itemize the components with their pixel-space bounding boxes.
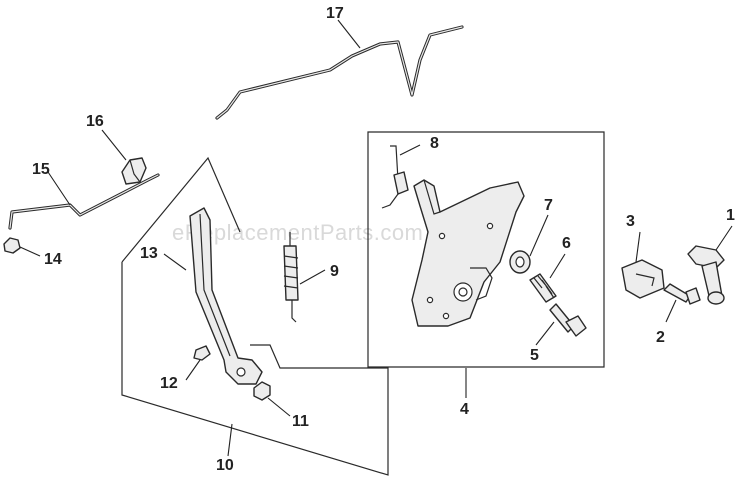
part-15-linkage-rod: [8, 173, 160, 230]
part-2-small-bolt: [663, 283, 701, 305]
part-plate-control: [411, 179, 525, 327]
part-14-nut: [3, 237, 21, 254]
group-10-outline: [121, 156, 389, 476]
part-8-spring-bracket: [381, 145, 409, 209]
callout-7: 7: [544, 197, 553, 214]
part-16-clip: [121, 157, 147, 185]
part-11-nut: [253, 381, 271, 401]
callout-4: 4: [460, 401, 469, 418]
part-7-washer: [509, 250, 531, 274]
callout-9: 9: [330, 263, 339, 280]
callout-1: 1: [726, 207, 735, 224]
part-1-large-bolt: [687, 245, 725, 305]
callout-6: 6: [562, 235, 571, 252]
part-3-bracket: [621, 259, 665, 299]
part-13-control-lever: [189, 207, 263, 385]
part-12-screw: [193, 345, 211, 361]
part-9-spring: [283, 232, 299, 323]
callout-17: 17: [326, 5, 344, 22]
callout-11: 11: [292, 413, 309, 430]
callout-13: 13: [140, 245, 158, 262]
callout-2: 2: [656, 329, 665, 346]
part-6-spring: [529, 273, 557, 303]
callout-10: 10: [216, 457, 234, 474]
callout-8: 8: [430, 135, 439, 152]
group-4-outline: [367, 131, 605, 368]
callout-14: 14: [44, 251, 62, 268]
part-17-governor-rod: [215, 25, 464, 120]
part-5-bolt: [549, 303, 587, 337]
leader-lines: [19, 19, 733, 457]
callout-15: 15: [32, 161, 50, 178]
callout-5: 5: [530, 347, 539, 364]
callout-12: 12: [160, 375, 178, 392]
watermark-text: eReplacementParts.com: [172, 220, 423, 245]
callout-3: 3: [626, 213, 635, 230]
callout-16: 16: [86, 113, 104, 130]
